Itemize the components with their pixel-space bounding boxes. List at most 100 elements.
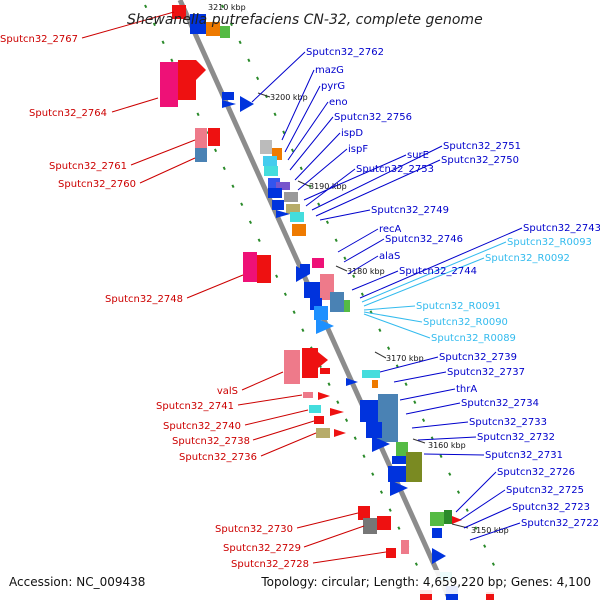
- gene-label: recA: [379, 224, 402, 235]
- gene-label: Sputcn32_R0092: [485, 253, 570, 264]
- map-title: Shewanella putrefaciens CN-32, complete …: [127, 12, 483, 28]
- forward-gene-block: [388, 466, 406, 482]
- leader-line: [417, 436, 477, 441]
- reverse-gene-arrow: [318, 352, 328, 368]
- leader-line: [287, 101, 329, 161]
- gene-label: Sputcn32_R0089: [431, 333, 516, 344]
- forward-gene-block: [344, 300, 350, 312]
- gene-label: Sputcn32_2726: [497, 467, 575, 478]
- gene-label: Sputcn32_2739: [439, 352, 517, 363]
- gene-label: Sputcn32_2734: [461, 398, 539, 409]
- leader-line: [361, 241, 507, 303]
- gene-label: Sputcn32_2738: [172, 436, 250, 447]
- gene-label: ispF: [348, 144, 368, 155]
- leader-line: [186, 274, 244, 299]
- leader-line: [363, 305, 416, 311]
- gene-label: Sputcn32_2733: [469, 417, 547, 428]
- leader-line: [319, 209, 371, 221]
- gene-label: Sputcn32_2728: [231, 559, 309, 570]
- gene-label: Sputcn32_2761: [49, 161, 127, 172]
- reverse-gene-block: [377, 516, 391, 530]
- forward-gene-block: [444, 510, 452, 524]
- leader-line: [296, 512, 359, 529]
- forward-gene-block: [304, 282, 320, 298]
- forward-gene-block: [190, 14, 206, 34]
- genome-summary-text: Topology: circular; Length: 4,659,220 bp…: [260, 575, 591, 589]
- footer-background: [0, 570, 600, 594]
- leader-line: [347, 255, 379, 275]
- leader-line: [139, 157, 196, 184]
- gene-label: Sputcn32_2760: [58, 179, 136, 190]
- tick-mark: [297, 180, 310, 187]
- gene-label: Sputcn32_2767: [0, 34, 78, 45]
- reverse-gene-block: [172, 5, 186, 19]
- forward-gene-block: [372, 380, 378, 388]
- forward-gene-block: [330, 292, 344, 312]
- leader-line: [284, 85, 321, 153]
- gene-label: Sputcn32_2756: [334, 112, 412, 123]
- tick-mark: [374, 351, 387, 359]
- gene-label: Sputcn32_2753: [356, 164, 434, 175]
- forward-gene-block: [272, 200, 284, 210]
- forward-gene-block: [486, 592, 494, 600]
- reverse-gene-block: [309, 405, 321, 413]
- reverse-gene-arrow: [196, 60, 206, 80]
- leader-line: [411, 421, 469, 429]
- reverse-label-leaders: [81, 11, 387, 564]
- gene-label: alaS: [379, 251, 400, 262]
- leader-line: [241, 371, 284, 391]
- reverse-gene-labels: Sputcn32_2767 Sputcn32_2764 Sputcn32_276…: [0, 34, 309, 570]
- leader-line: [469, 522, 521, 541]
- gene-label: surE: [407, 150, 429, 161]
- leader-line: [297, 148, 348, 191]
- tick-label: 3180 kbp: [347, 267, 385, 276]
- reverse-gene-block: [195, 128, 207, 150]
- reverse-gene-block: [386, 548, 396, 558]
- leader-line: [459, 489, 506, 521]
- rna-gene-labels: Sputcn32_R0093 Sputcn32_R0092 Sputcn32_R…: [416, 237, 592, 344]
- gene-label: Sputcn32_R0091: [416, 301, 501, 312]
- tick-mark: [412, 438, 426, 444]
- forward-gene-arrow: [390, 480, 408, 496]
- leader-line: [393, 371, 447, 383]
- forward-gene-arrow: [346, 378, 358, 386]
- forward-gene-arrow: [432, 548, 446, 564]
- leader-line: [111, 97, 159, 113]
- forward-gene-block: [268, 188, 282, 198]
- reverse-gene-block: [303, 392, 313, 398]
- right-guide-line: [221, 4, 506, 589]
- forward-gene-block: [292, 224, 306, 236]
- gene-label: Sputcn32_2725: [506, 485, 584, 496]
- forward-gene-block: [264, 166, 278, 176]
- gene-label: Sputcn32_2748: [105, 294, 183, 305]
- forward-gene-block: [430, 512, 444, 526]
- tick-mark: [257, 92, 271, 98]
- leader-line: [363, 311, 423, 323]
- leader-line: [379, 356, 439, 373]
- forward-gene-arrow: [316, 318, 334, 334]
- reverse-gene-block: [208, 128, 220, 146]
- forward-gene-block: [268, 178, 280, 188]
- forward-gene-block: [284, 192, 298, 202]
- leader-line: [363, 313, 431, 339]
- tick-label: 3150 kbp: [471, 526, 509, 535]
- gene-label: pyrG: [321, 81, 345, 92]
- leader-line: [463, 506, 512, 529]
- leader-line: [343, 238, 385, 263]
- leader-line: [399, 388, 456, 401]
- forward-gene-arrow: [222, 100, 236, 108]
- left-guide-line: [144, 4, 429, 589]
- forward-gene-block: [432, 528, 442, 538]
- leader-line: [81, 11, 175, 39]
- gene-label: Sputcn32_2729: [223, 543, 301, 554]
- forward-gene-block: [406, 452, 422, 482]
- reverse-gene-block: [363, 518, 377, 534]
- leader-line: [260, 432, 317, 457]
- forward-gene-block: [290, 212, 304, 222]
- gene-label: thrA: [456, 384, 477, 395]
- gene-label: Sputcn32_R0093: [507, 237, 592, 248]
- gene-label: Sputcn32_2741: [156, 401, 234, 412]
- leader-line: [359, 227, 523, 299]
